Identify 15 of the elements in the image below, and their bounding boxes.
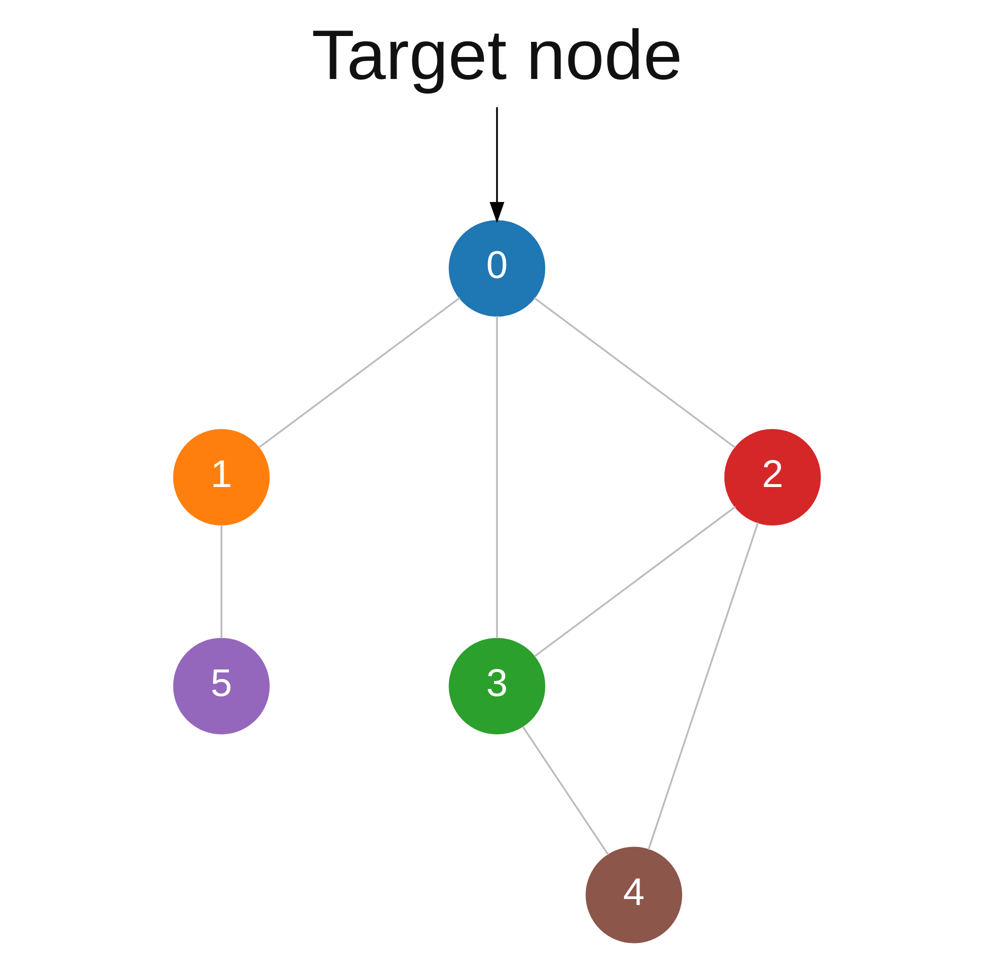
node-circle: 3 [448, 638, 546, 734]
connector [522, 726, 609, 856]
connector [496, 316, 498, 638]
node-circle: 0 [448, 220, 546, 317]
connector [220, 525, 222, 638]
arrow [490, 107, 504, 224]
node-circle: 2 [724, 428, 821, 526]
node-text: Target node [312, 14, 682, 94]
connector [534, 506, 736, 658]
connector [534, 297, 736, 448]
connector [258, 297, 460, 448]
node-circle: 1 [173, 428, 270, 526]
connector [648, 522, 759, 850]
node-circle: 4 [586, 846, 682, 944]
node-circle: 5 [173, 638, 270, 734]
